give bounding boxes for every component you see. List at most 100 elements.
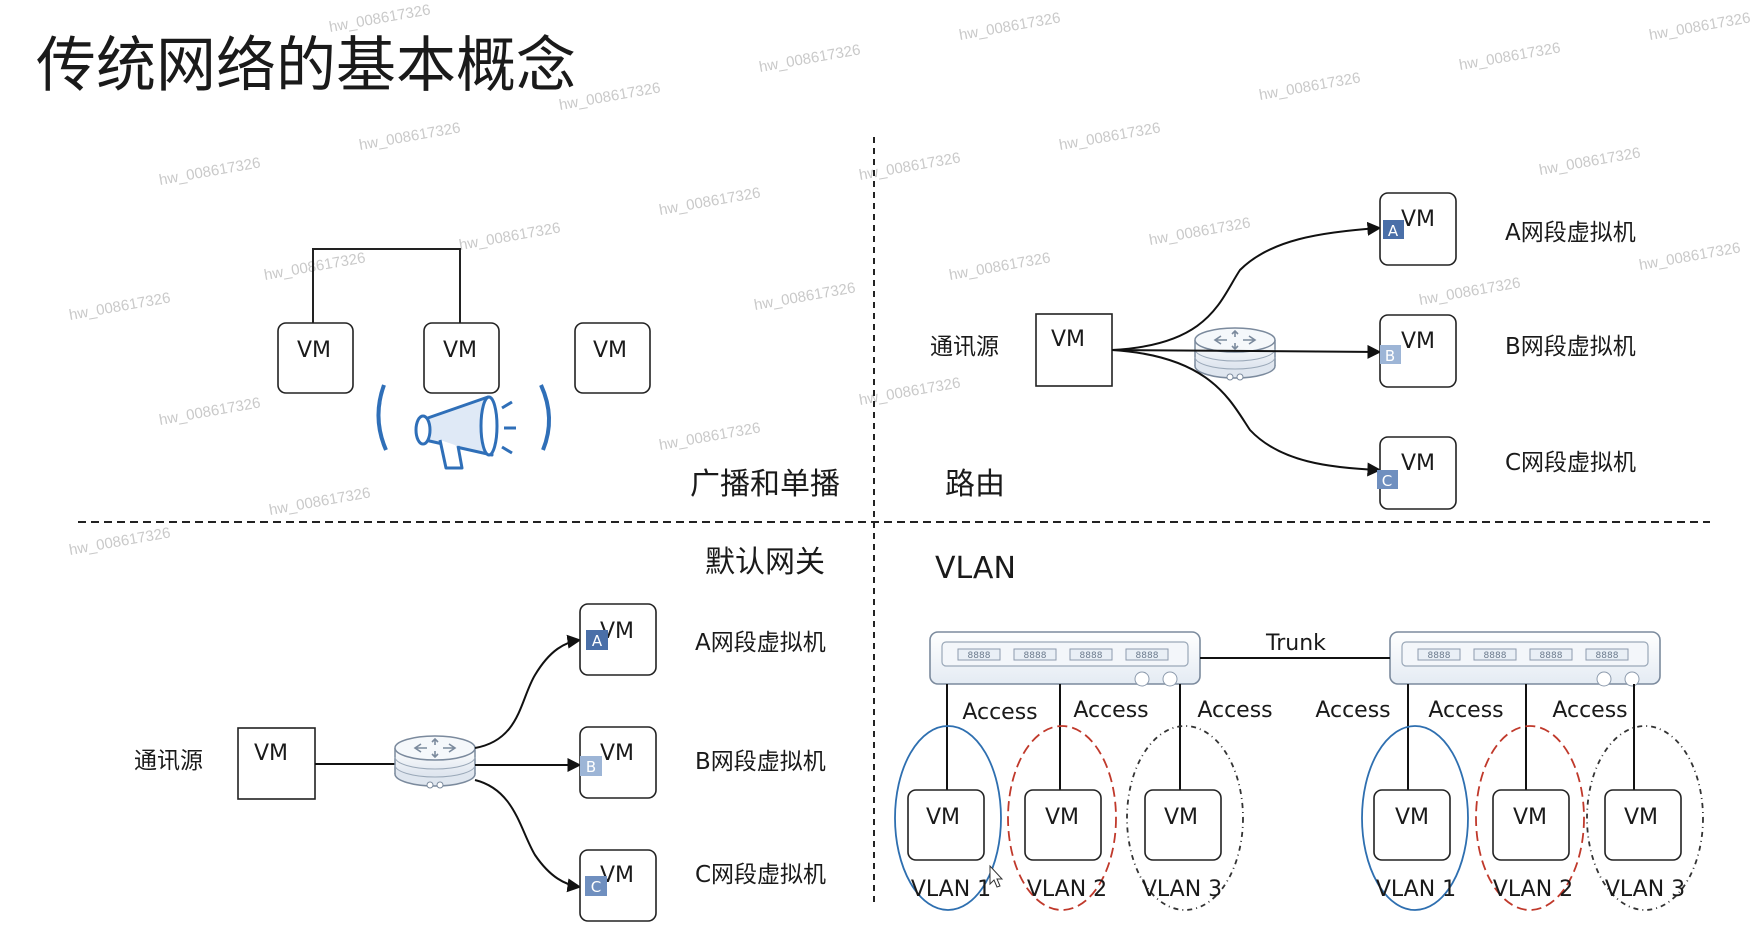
access-label: Access [1073, 698, 1148, 723]
vm-box: VM [277, 322, 354, 394]
megaphone-icon [376, 384, 552, 470]
watermark: hw_008617326 [68, 524, 172, 559]
watermark: hw_008617326 [1258, 69, 1362, 104]
source-vm-box: VM [1035, 313, 1113, 387]
segment-b-label: B网段虚拟机 [1505, 334, 1636, 360]
port-label: 8888 [1024, 651, 1047, 661]
port-label: 8888 [1484, 651, 1507, 661]
vm-label: VM [254, 741, 288, 766]
vlan-label: VLAN 2 [1493, 877, 1573, 902]
source-vm-box: VM [237, 727, 316, 800]
vm-label: VM [1051, 327, 1085, 352]
vlan2-boundary [1007, 725, 1117, 911]
access-label: Access [1315, 698, 1390, 723]
badge-a: A [592, 632, 603, 650]
vm-box-a: VM A [1379, 192, 1457, 266]
badge-b: B [586, 758, 596, 776]
vm-box-a: VM A [579, 603, 657, 676]
vm-label: VM [1045, 805, 1079, 830]
vm-label: VM [1624, 805, 1658, 830]
watermark: hw_008617326 [753, 279, 857, 314]
watermark: hw_008617326 [1648, 9, 1752, 44]
vm-box: VM [574, 322, 651, 394]
watermark: hw_008617326 [1148, 214, 1252, 249]
vm-box: VM [907, 789, 985, 861]
section-label-vlan: VLAN [935, 551, 1016, 586]
vm-box-b: VM B [579, 726, 657, 799]
badge-c: C [1382, 472, 1392, 490]
watermark: hw_008617326 [158, 394, 262, 429]
page-title: 传统网络的基本概念 [36, 31, 576, 101]
vm-box: VM [1373, 789, 1451, 861]
watermark: hw_008617326 [948, 249, 1052, 284]
vlan-label: VLAN 2 [1027, 877, 1107, 902]
vlan-panel: VLAN 8888 8888 8888 8888 8888 88 [894, 551, 1704, 911]
broadcast-panel: VM VM VM 广播和单播 [277, 248, 840, 502]
watermark: hw_008617326 [158, 154, 262, 189]
mouse-cursor-icon [989, 864, 1004, 888]
vm-label: VM [1513, 805, 1547, 830]
switch-right-icon: 8888 8888 8888 8888 [1389, 631, 1661, 687]
vm-box-c: VM C [1377, 436, 1457, 510]
access-label: Access [1552, 698, 1627, 723]
section-label-gateway: 默认网关 [705, 545, 825, 580]
vm-box: VM [1492, 789, 1570, 861]
watermark: hw_008617326 [758, 41, 862, 76]
watermark: hw_008617326 [658, 419, 762, 454]
vm-label: VM [297, 338, 331, 363]
source-label: 通讯源 [134, 748, 203, 774]
watermark: hw_008617326 [458, 219, 562, 254]
watermark: hw_008617326 [1058, 119, 1162, 154]
gateway-panel: 默认网关 通讯源 VM VM A VM B VM C A网段虚拟机 [134, 545, 826, 922]
port-label: 8888 [1136, 651, 1159, 661]
watermark: hw_008617326 [1538, 144, 1642, 179]
watermark: hw_008617326 [658, 184, 762, 219]
port-label: 8888 [1428, 651, 1451, 661]
watermark: hw_008617326 [68, 289, 172, 324]
vlan1-boundary [894, 725, 1002, 911]
unicast-link [312, 248, 461, 323]
vm-box: VM [1604, 789, 1682, 861]
watermark: hw_008617326 [268, 484, 372, 519]
vlan1-boundary [1361, 725, 1469, 911]
segment-b-label: B网段虚拟机 [695, 749, 826, 775]
vm-box: VM [423, 322, 500, 394]
segment-a-label: A网段虚拟机 [1505, 220, 1636, 246]
vm-box-c: VM C [579, 849, 657, 922]
switch-left-icon: 8888 8888 8888 8888 [929, 631, 1201, 687]
watermark: hw_008617326 [358, 119, 462, 154]
vm-box: VM [1144, 789, 1222, 861]
port-label: 8888 [1596, 651, 1619, 661]
vm-label: VM [1395, 805, 1429, 830]
segment-c-label: C网段虚拟机 [695, 862, 826, 888]
vm-label: VM [1401, 207, 1435, 232]
port-label: 8888 [968, 651, 991, 661]
watermark: hw_008617326 [263, 249, 367, 284]
route-a-arrow [1111, 221, 1382, 351]
watermark: hw_008617326 [1418, 274, 1522, 309]
trunk-label: Trunk [1265, 631, 1326, 656]
gateway-c-arrow [474, 779, 582, 893]
watermark: hw_008617326 [1638, 239, 1742, 274]
vm-label: VM [600, 741, 634, 766]
section-label-routing: 路由 [945, 467, 1005, 502]
badge-c: C [591, 878, 601, 896]
route-b-arrow [1111, 344, 1382, 359]
source-label: 通讯源 [930, 334, 999, 360]
vlan-label: VLAN 3 [1142, 877, 1222, 902]
access-label: Access [1428, 698, 1503, 723]
badge-a: A [1388, 222, 1399, 240]
vm-label: VM [1164, 805, 1198, 830]
vlan3-boundary [1126, 725, 1244, 911]
segment-c-label: C网段虚拟机 [1505, 450, 1636, 476]
routing-panel: 路由 通讯源 VM VM A VM B VM C A网段虚拟机 B网段虚 [930, 192, 1636, 510]
vlan2-boundary [1475, 725, 1585, 911]
vm-label: VM [926, 805, 960, 830]
vlan3-boundary [1586, 725, 1704, 911]
section-label-broadcast: 广播和单播 [690, 467, 840, 502]
vlan-label: VLAN 3 [1605, 877, 1685, 902]
vm-box: VM [1024, 789, 1102, 861]
vm-box-b: VM B [1379, 314, 1457, 388]
access-label: Access [962, 700, 1037, 725]
